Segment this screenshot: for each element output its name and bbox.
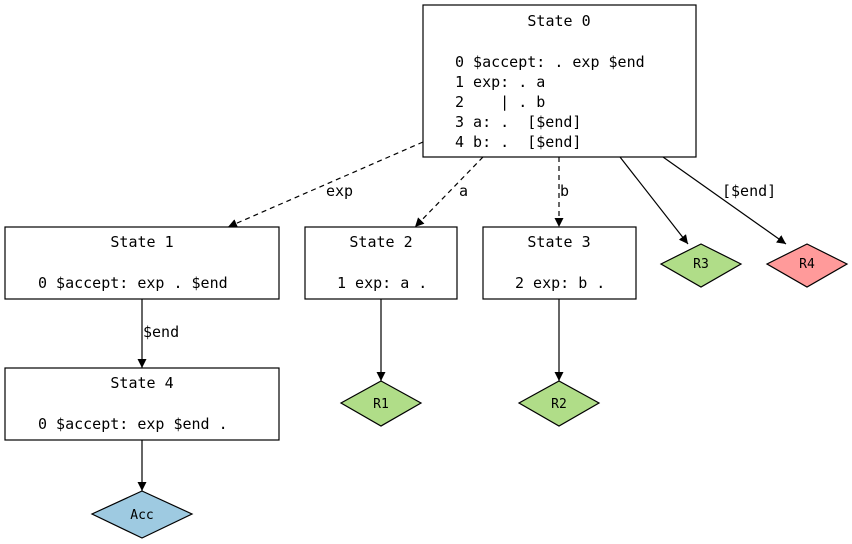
reduce-r2-label: R2 [551,397,567,412]
reduce-r4-label: R4 [799,257,815,272]
edge-s0-s2 [414,156,484,228]
state-0-title: State 0 [527,12,590,30]
state-2-node: State 2 1 exp: a . [304,226,458,300]
state-0-item: 2 | . b [455,93,545,111]
diamond-shape [339,380,423,427]
edge-label-exp: exp [326,182,353,200]
edge-label-dollar-end: $end [143,323,179,341]
state-3-item: 2 exp: b . [515,274,605,292]
state-0-item: 0 $accept: . exp $end [455,53,645,71]
state-0-item: 3 a: . [$end] [455,113,581,131]
diamond-shape [90,490,194,539]
edges: exp a b [$end] $end [137,141,787,491]
state-1-title: State 1 [110,233,173,251]
state-4-item: 0 $accept: exp $end . [38,415,228,433]
state-0-item: 4 b: . [$end] [455,133,581,151]
state-4-title: State 4 [110,374,173,392]
diamond-shape [517,380,601,427]
edge-label-a: a [459,182,468,200]
state-3-title: State 3 [527,233,590,251]
reduce-r4-node: R4 [765,243,849,288]
edge-label-end: [$end] [722,182,776,200]
state-0-node: State 0 0 $accept: . exp $end 1 exp: . a… [422,4,697,158]
accept-node: Acc [90,490,194,539]
edge-s0-r3 [619,156,689,245]
reduce-r3-label: R3 [693,257,709,272]
state-1-node: State 1 0 $accept: exp . $end [4,226,280,300]
diamond-shape [659,243,743,288]
state-4-node: State 4 0 $accept: exp $end . [4,367,280,441]
reduce-r1-node: R1 [339,380,423,427]
reduce-r2-node: R2 [517,380,601,427]
state-2-title: State 2 [349,233,412,251]
edge-label-b: b [560,182,569,200]
reduce-r3-node: R3 [659,243,743,288]
diamond-shape [765,243,849,288]
edge-s0-r4 [662,156,787,245]
state-0-item: 1 exp: . a [455,73,545,91]
state-2-item: 1 exp: a . [337,274,427,292]
reduce-r1-label: R1 [373,397,389,412]
state-3-node: State 3 2 exp: b . [482,226,637,300]
accept-label: Acc [130,508,153,523]
state-1-item: 0 $accept: exp . $end [38,274,228,292]
